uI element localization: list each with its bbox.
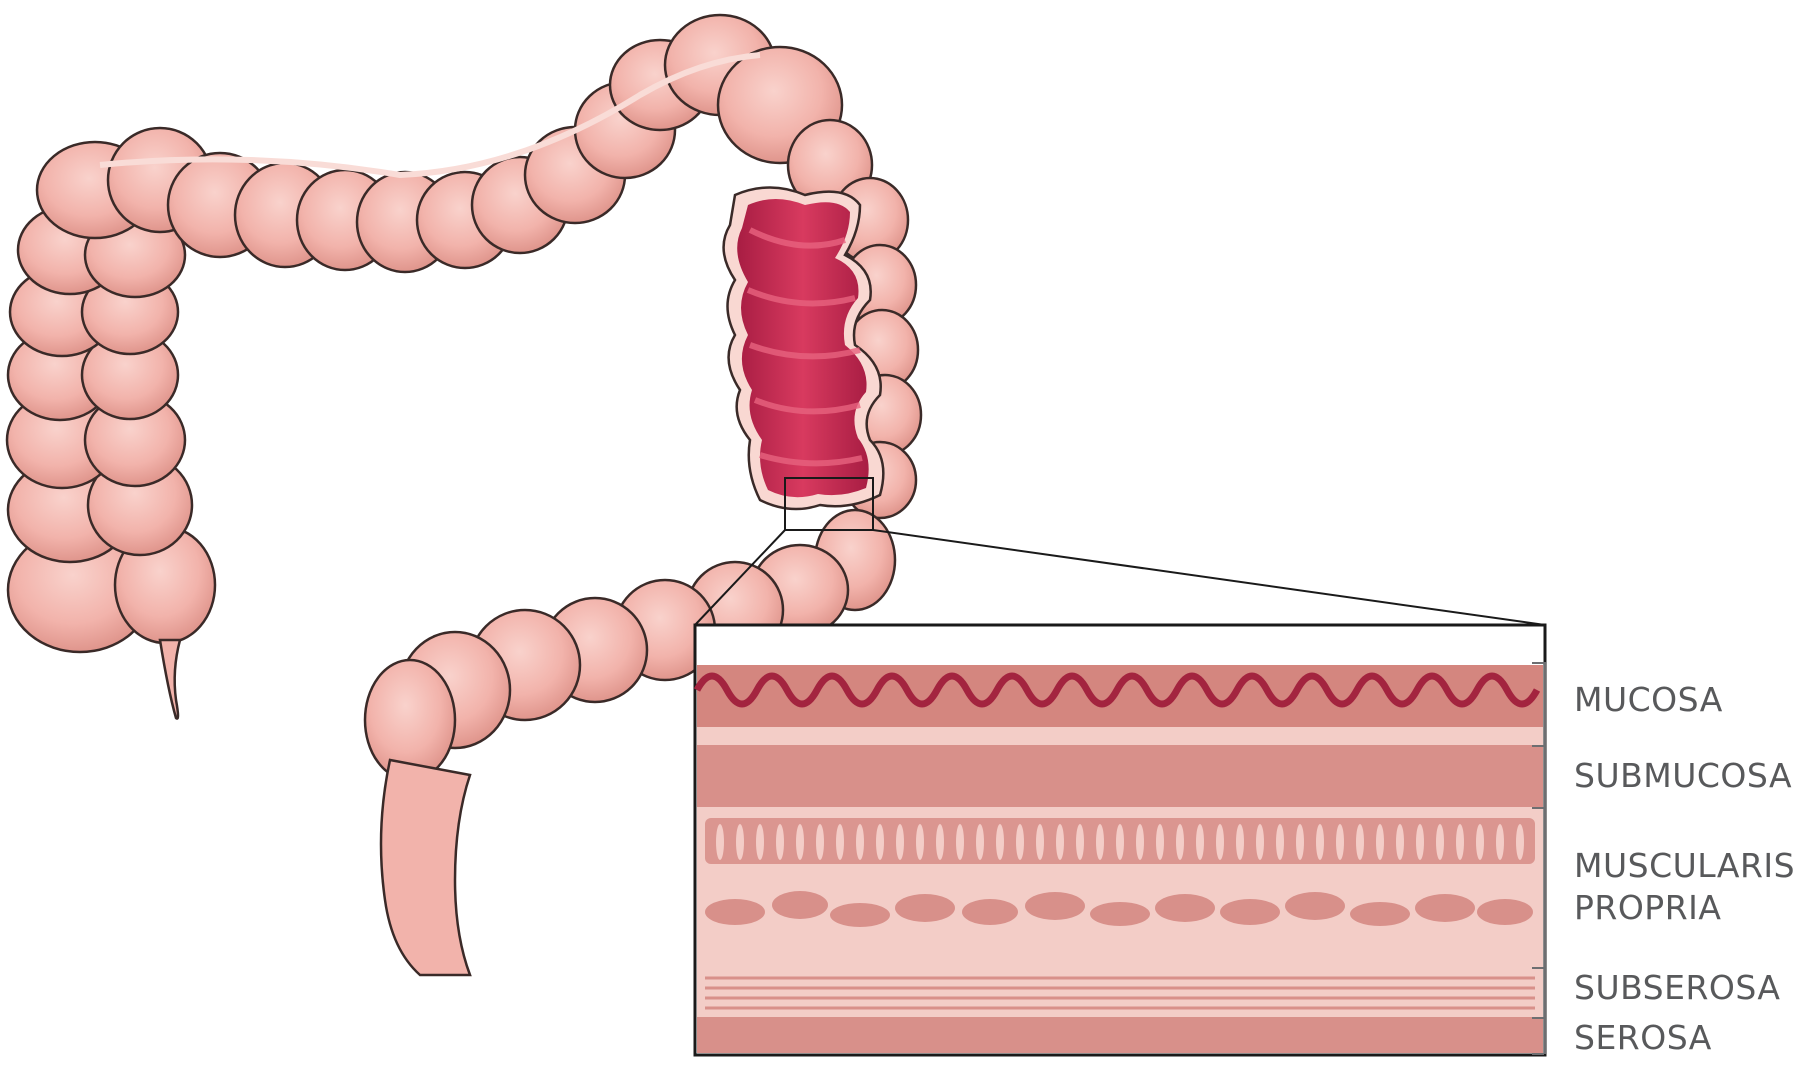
bracket-tick	[1532, 662, 1544, 664]
label-subserosa: SUBSEROSA	[1574, 968, 1781, 1008]
bracket-tick	[1532, 807, 1544, 809]
label-serosa: SEROSA	[1574, 1018, 1712, 1058]
label-submucosa: SUBMUCOSA	[1574, 756, 1792, 796]
tissue-cross-section	[695, 625, 1545, 1055]
layer-bracket	[1532, 662, 1546, 1054]
label-propria: PROPRIA	[1574, 888, 1721, 928]
bracket-tick	[1532, 745, 1544, 747]
bracket-tick	[1532, 967, 1544, 969]
label-muscularis: MUSCULARIS	[1574, 846, 1795, 886]
label-mucosa: MUCOSA	[1574, 680, 1723, 720]
bracket-tick	[1532, 1017, 1544, 1019]
bracket-tick	[1532, 1053, 1544, 1055]
